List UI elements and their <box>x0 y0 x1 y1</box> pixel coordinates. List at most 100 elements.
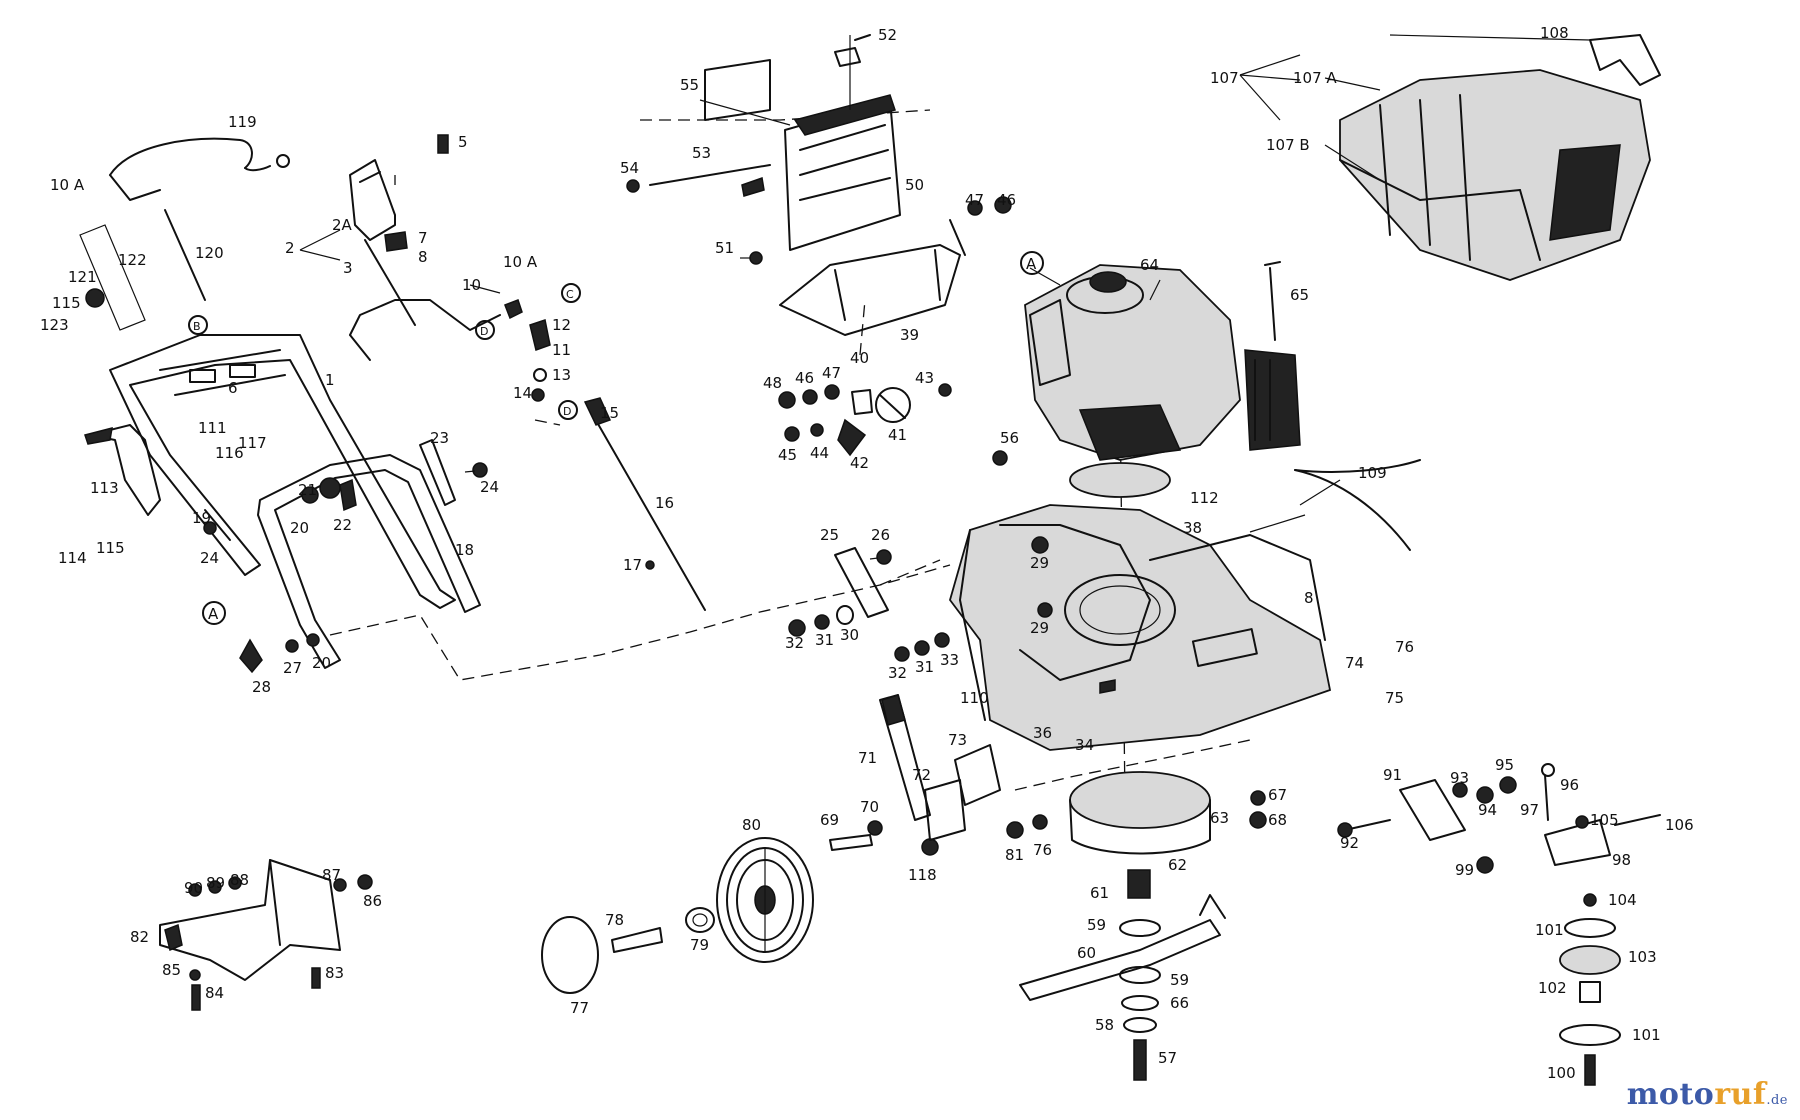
part-label: 16 <box>655 494 674 512</box>
part-label: 108 <box>1540 24 1569 42</box>
part-label: 28 <box>252 678 271 696</box>
part-label: 95 <box>1495 756 1514 774</box>
part-label: 110 <box>960 689 989 707</box>
part-label: 76 <box>1395 638 1414 656</box>
leader-lines <box>299 34 1591 533</box>
part-label: 10 A <box>50 176 85 194</box>
part-label: 69 <box>820 811 839 829</box>
part-label: 2 <box>285 239 295 257</box>
part-label: 104 <box>1608 891 1637 909</box>
mower-deck <box>949 450 1421 751</box>
part-label: 59 <box>1170 971 1189 989</box>
part-label: 53 <box>692 144 711 162</box>
part-label: 5 <box>458 133 468 151</box>
part-label: 61 <box>1090 884 1109 902</box>
part-label: 113 <box>90 479 119 497</box>
mark-c-label: C <box>566 288 574 301</box>
part-label: 91 <box>1383 766 1402 784</box>
part-label: 46 <box>997 191 1016 209</box>
part-label: 31 <box>815 631 834 649</box>
part-label: 21 <box>298 481 317 499</box>
part-label: 25 <box>820 526 839 544</box>
part-label: 77 <box>570 999 589 1017</box>
part-label: 73 <box>948 731 967 749</box>
mark-d-circle-2 <box>558 400 578 420</box>
motoruf-watermark: motoruf.de <box>1626 1077 1788 1112</box>
part-label: 32 <box>785 634 804 652</box>
part-label: 92 <box>1340 834 1359 852</box>
part-label: 24 <box>480 478 499 496</box>
part-label: 94 <box>1478 801 1497 819</box>
part-label: 26 <box>871 526 890 544</box>
part-label: 96 <box>1560 776 1579 794</box>
part-label: 76 <box>1033 841 1052 859</box>
part-label: 83 <box>325 964 344 982</box>
part-label: 65 <box>1290 286 1309 304</box>
engine <box>1024 261 1301 498</box>
part-label: 46 <box>795 369 814 387</box>
part-label: 72 <box>912 766 931 784</box>
part-label: 117 <box>238 434 267 452</box>
part-label: 10 <box>462 276 481 294</box>
part-label: 79 <box>690 936 709 954</box>
part-label: 10 A <box>503 253 538 271</box>
lever-small-parts <box>778 383 952 457</box>
part-label: 27 <box>283 659 302 677</box>
part-label: 87 <box>322 866 341 884</box>
part-label: 42 <box>850 454 869 472</box>
part-label: 3 <box>343 259 353 277</box>
part-label: 29 <box>1030 619 1049 637</box>
part-label: 44 <box>810 444 829 462</box>
part-label: 13 <box>552 366 571 384</box>
part-label: 101 <box>1632 1026 1661 1044</box>
part-label: 54 <box>620 159 639 177</box>
part-label: 114 <box>58 549 87 567</box>
part-label: 47 <box>965 191 984 209</box>
reference-marks: A A B C D D <box>188 251 1044 625</box>
part-label: 20 <box>290 519 309 537</box>
height-lever-assembly <box>1337 763 1661 1086</box>
part-label: 39 <box>900 326 919 344</box>
part-label: 122 <box>118 251 147 269</box>
part-label: 82 <box>130 928 149 946</box>
part-label: 100 <box>1547 1064 1576 1082</box>
part-label: 78 <box>605 911 624 929</box>
part-label: 19 <box>192 509 211 527</box>
part-label: 68 <box>1268 811 1287 829</box>
part-label: 103 <box>1628 948 1657 966</box>
part-label: 52 <box>878 26 897 44</box>
mark-b-circle <box>188 315 208 335</box>
part-label: 80 <box>742 816 761 834</box>
mark-d-label: D <box>480 325 488 338</box>
part-label: 41 <box>888 426 907 444</box>
part-label: 56 <box>1000 429 1019 447</box>
part-label: 51 <box>715 239 734 257</box>
part-label: 105 <box>1590 811 1619 829</box>
part-label: 119 <box>228 113 257 131</box>
part-label: 107 B <box>1266 136 1310 154</box>
part-label: 93 <box>1450 769 1469 787</box>
part-label: 8 <box>418 248 428 266</box>
part-label: 102 <box>1538 979 1567 997</box>
mark-d-circle <box>475 320 495 340</box>
part-label: 48 <box>763 374 782 392</box>
part-label: 107 <box>1210 69 1239 87</box>
part-label: 23 <box>430 429 449 447</box>
part-label: 97 <box>1520 801 1539 819</box>
part-label: 14 <box>513 384 532 402</box>
mark-b-label: B <box>193 320 201 333</box>
part-label: 11 <box>552 341 571 359</box>
part-label: 32 <box>888 664 907 682</box>
part-label: 24 <box>200 549 219 567</box>
part-label: 75 <box>1385 689 1404 707</box>
mark-a-circle-1 <box>202 601 226 625</box>
part-label: 81 <box>1005 846 1024 864</box>
part-label: 18 <box>455 541 474 559</box>
part-label: 112 <box>1190 489 1219 507</box>
part-label: 47 <box>822 364 841 382</box>
part-label: 86 <box>363 892 382 910</box>
part-label: 90 <box>184 879 203 897</box>
fastener-hardware <box>203 462 950 674</box>
mark-a-circle-2 <box>1020 251 1044 275</box>
